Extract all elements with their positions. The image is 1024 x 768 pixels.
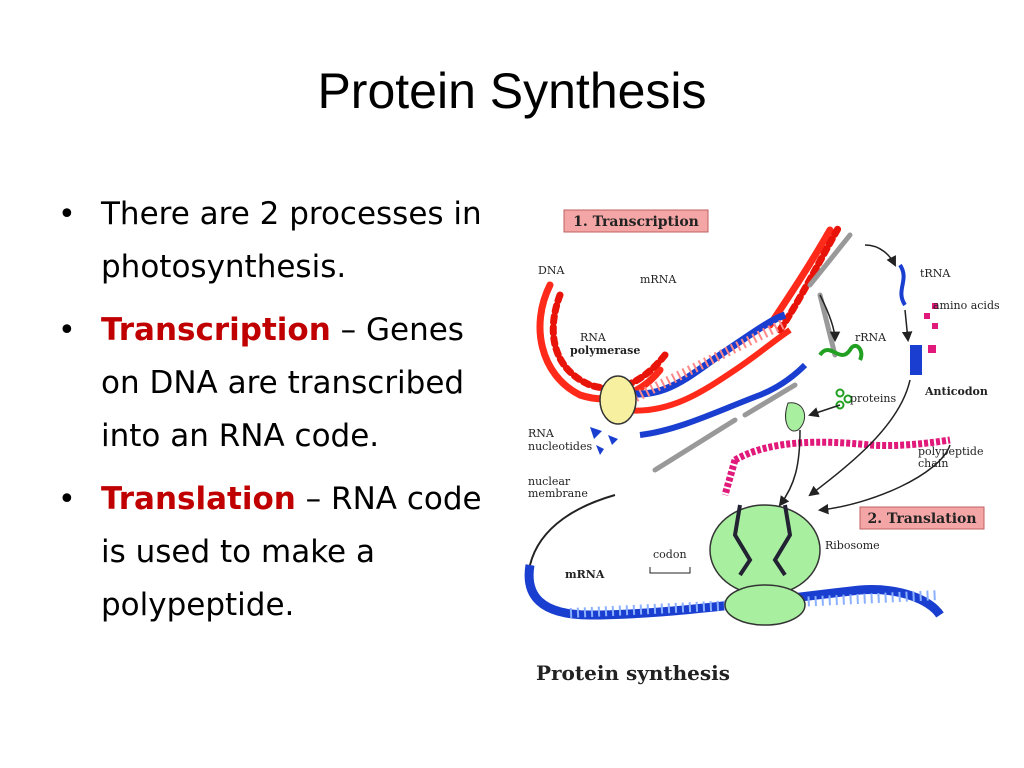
- mrna-transcript: [613, 311, 808, 438]
- translation-label: 2. Translation: [867, 511, 976, 527]
- label-rna: RNA: [580, 331, 607, 344]
- bullet-text: – RNA code is used to make a polypeptide…: [101, 481, 482, 623]
- bullet-dot-icon: •: [58, 482, 76, 517]
- label-polypeptide-1: polypeptide: [918, 445, 983, 458]
- label-rrna: rRNA: [855, 331, 887, 344]
- label-rna-nucleotides-1: RNA: [528, 427, 555, 440]
- mrna-ribbon: [524, 494, 944, 620]
- translation-label-box: 2. Translation: [859, 506, 985, 530]
- label-mrna-bottom: mRNA: [565, 568, 605, 581]
- label-trna: tRNA: [920, 267, 951, 280]
- label-proteins: proteins: [850, 392, 896, 405]
- polypeptide-segment: [721, 459, 739, 496]
- label-nuclear-1: nuclear: [528, 475, 571, 488]
- trna-on-ribosome: [732, 504, 793, 577]
- anticodon-trna: [910, 345, 936, 375]
- label-codon: codon: [653, 548, 687, 561]
- rna-nucleotides-icon: [590, 427, 618, 455]
- bullet-dot-icon: •: [58, 197, 76, 232]
- bullet-text: – Genes on DNA are transcribed into an R…: [101, 312, 465, 454]
- bullet-dot-icon: •: [58, 313, 76, 348]
- label-rna-nucleotides-2: nucleotides: [528, 440, 592, 453]
- label-nuclear-2: membrane: [528, 487, 588, 500]
- codon-bracket: [649, 567, 691, 574]
- bullet-item: • There are 2 processes in photosynthesi…: [58, 188, 498, 294]
- bullet-item: • Translation – RNA code is used to make…: [58, 473, 498, 632]
- label-ribosome: Ribosome: [825, 539, 880, 552]
- rna-polymerase-shape: [599, 375, 637, 425]
- label-anticodon: Anticodon: [924, 385, 988, 398]
- label-dna: DNA: [538, 264, 565, 277]
- slide-title: Protein Synthesis: [317, 63, 707, 119]
- label-polypeptide-2: chain: [918, 457, 948, 470]
- ribosome-shape: [709, 504, 821, 626]
- bullet-keyword: Transcription: [101, 312, 331, 348]
- rrna-icon: [818, 343, 864, 361]
- transcription-label: 1. Transcription: [573, 214, 699, 230]
- polypeptide-chain: [733, 436, 951, 464]
- bullet-text: There are 2 processes in photosynthesis.: [101, 196, 482, 285]
- process-arrows: [778, 244, 951, 515]
- diagram-caption: Protein synthesis: [536, 661, 730, 685]
- bullet-item: • Transcription – Genes on DNA are trans…: [58, 304, 498, 463]
- protein-synthesis-diagram: 1. Transcription: [524, 209, 1000, 685]
- label-mrna-top: mRNA: [640, 273, 677, 286]
- trna-icon: [898, 263, 907, 307]
- amino-acids-icon: [924, 303, 938, 329]
- ribosome-subunit: [785, 402, 806, 432]
- bullet-keyword: Translation: [101, 481, 296, 517]
- bullet-list: • There are 2 processes in photosynthesi…: [58, 188, 498, 642]
- label-polymerase: polymerase: [570, 344, 640, 357]
- transcription-label-box: 1. Transcription: [563, 209, 709, 233]
- label-amino-acids: amino acids: [933, 299, 1000, 312]
